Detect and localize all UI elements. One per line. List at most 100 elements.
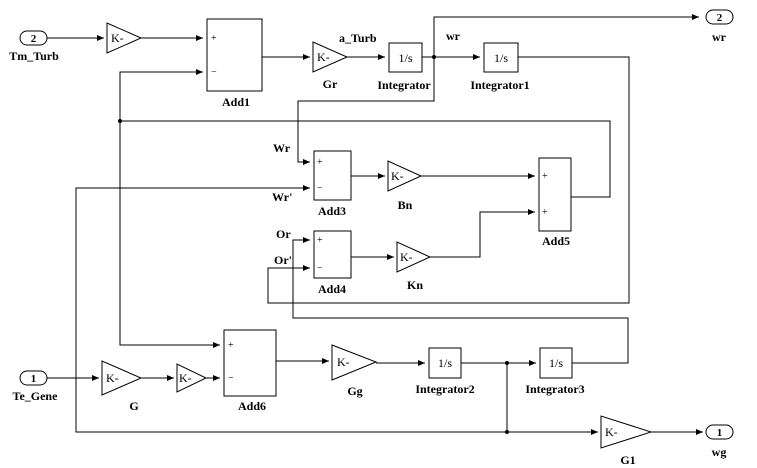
inport-te-gene-label: Te_Gene bbox=[13, 389, 59, 403]
integrator2-text: 1/s bbox=[438, 356, 452, 370]
arrowhead bbox=[303, 159, 310, 165]
gain-kn-label: Kn bbox=[407, 278, 423, 292]
gain-kn-text: K- bbox=[400, 250, 413, 264]
add3-sign-2: − bbox=[317, 183, 323, 194]
gain-gr-label: Gr bbox=[323, 77, 338, 91]
signal-label-wr: wr bbox=[446, 29, 461, 43]
arrowhead bbox=[387, 254, 394, 260]
add1-label: Add1 bbox=[222, 95, 250, 109]
wire-kn-add5 bbox=[430, 211, 535, 258]
integrator2-label: Integrator2 bbox=[415, 382, 474, 396]
junction-dot bbox=[505, 361, 509, 365]
arrowhead bbox=[322, 358, 329, 364]
wire-wr-output bbox=[433, 16, 699, 57]
gain-g1-label: G1 bbox=[620, 453, 635, 467]
wire-integrator3-add4 bbox=[292, 239, 629, 364]
arrowhead bbox=[528, 173, 535, 179]
arrowhead bbox=[97, 35, 104, 41]
gain-bn-label: Bn bbox=[398, 198, 413, 212]
inport-te-gene-number: 1 bbox=[31, 373, 37, 385]
integrator-label: Integrator bbox=[377, 78, 431, 92]
add6-sign-1: + bbox=[228, 340, 234, 351]
arrowhead bbox=[418, 360, 425, 366]
gain-k1-text: K- bbox=[111, 31, 124, 45]
arrowhead bbox=[213, 375, 220, 381]
integrator1-label: Integrator1 bbox=[470, 78, 529, 92]
add4-label: Add4 bbox=[318, 282, 346, 296]
wire-feedback-add6 bbox=[119, 121, 220, 346]
arrowhead bbox=[378, 173, 385, 179]
outport-wg[interactable]: 1 wg bbox=[705, 424, 734, 459]
add1-sign-2: − bbox=[211, 67, 217, 78]
sum-block-add1[interactable]: + − Add1 bbox=[206, 18, 263, 109]
integrator3-label: Integrator3 bbox=[525, 382, 584, 396]
arrowhead bbox=[213, 342, 220, 348]
outport-wr-label: wr bbox=[712, 30, 727, 44]
wire-add5-add1 bbox=[119, 71, 611, 198]
add3-sign-1: + bbox=[317, 157, 323, 168]
signal-label-or-prime: Or' bbox=[274, 253, 292, 267]
add5-sign-1: + bbox=[542, 171, 548, 182]
wire-wr-add3 bbox=[297, 57, 435, 163]
gain-gr-text: K- bbox=[317, 50, 330, 64]
arrowhead bbox=[196, 35, 203, 41]
outport-wr[interactable]: 2 wr bbox=[705, 9, 734, 44]
sum-block-add4[interactable]: + − Add4 bbox=[313, 230, 352, 296]
add6-sign-2: − bbox=[228, 373, 234, 384]
arrowhead bbox=[303, 237, 310, 243]
arrowhead bbox=[303, 265, 310, 271]
add6-label: Add6 bbox=[238, 399, 266, 413]
signal-lines bbox=[47, 16, 703, 433]
add3-label: Add3 bbox=[318, 204, 346, 218]
gain-block-gr[interactable]: K- Gr bbox=[312, 41, 349, 91]
gain-bn-text: K- bbox=[391, 169, 404, 183]
integrator3-text: 1/s bbox=[549, 356, 563, 370]
integrator1-block[interactable]: 1/s Integrator1 bbox=[470, 42, 530, 92]
integrator2-block[interactable]: 1/s Integrator2 bbox=[415, 347, 475, 396]
outport-wg-number: 1 bbox=[717, 427, 723, 439]
sum-block-add5[interactable]: + + Add5 bbox=[538, 157, 572, 248]
arrowhead bbox=[528, 209, 535, 215]
arrowhead bbox=[696, 429, 703, 435]
junction-dot bbox=[432, 55, 436, 59]
arrowhead bbox=[591, 429, 598, 435]
integrator-text: 1/s bbox=[398, 51, 412, 65]
gain-block-g[interactable]: K- G bbox=[101, 360, 143, 413]
inport-te-gene[interactable]: 1 Te_Gene bbox=[13, 370, 59, 403]
arrowhead bbox=[303, 54, 310, 60]
add5-label: Add5 bbox=[542, 234, 570, 248]
gain-g-label: G bbox=[129, 399, 138, 413]
outport-wr-number: 2 bbox=[717, 12, 723, 24]
integrator3-block[interactable]: 1/s Integrator3 bbox=[525, 347, 585, 396]
junction-dots bbox=[118, 55, 509, 434]
add4-sign-2: − bbox=[317, 263, 323, 274]
gain-block-k2[interactable]: K- bbox=[176, 363, 208, 393]
gain-g-text: K- bbox=[106, 371, 119, 385]
arrowhead bbox=[378, 54, 385, 60]
signal-label-wr-in: Wr bbox=[273, 141, 291, 155]
gain-block-g1[interactable]: K- G1 bbox=[600, 415, 653, 467]
inport-tm-turb[interactable]: 2 Tm_Turb bbox=[9, 30, 59, 63]
junction-dot bbox=[505, 430, 509, 434]
arrowhead bbox=[196, 69, 203, 75]
inport-tm-turb-number: 2 bbox=[31, 33, 37, 45]
signal-label-or: Or bbox=[276, 227, 291, 241]
gain-block-bn[interactable]: K- Bn bbox=[387, 160, 423, 212]
signal-label-wr-prime: Wr' bbox=[272, 190, 292, 204]
add4-sign-1: + bbox=[317, 235, 323, 246]
arrowheads bbox=[92, 14, 703, 435]
arrowhead bbox=[529, 360, 536, 366]
gain-block-k1[interactable]: K- bbox=[106, 22, 143, 54]
add5-sign-2: + bbox=[542, 207, 548, 218]
integrator-block[interactable]: 1/s Integrator bbox=[377, 42, 431, 92]
sum-block-add3[interactable]: + − Add3 bbox=[313, 150, 352, 218]
gain-k2-text: K- bbox=[179, 371, 192, 385]
gain-block-kn[interactable]: K- Kn bbox=[396, 241, 432, 292]
arrowhead bbox=[303, 185, 310, 191]
inport-tm-turb-label: Tm_Turb bbox=[9, 49, 59, 63]
integrator1-text: 1/s bbox=[494, 51, 508, 65]
gain-block-gg[interactable]: K- Gg bbox=[331, 344, 378, 398]
sum-block-add6[interactable]: + − Add6 bbox=[223, 329, 277, 413]
gain-g1-text: K- bbox=[605, 425, 618, 439]
